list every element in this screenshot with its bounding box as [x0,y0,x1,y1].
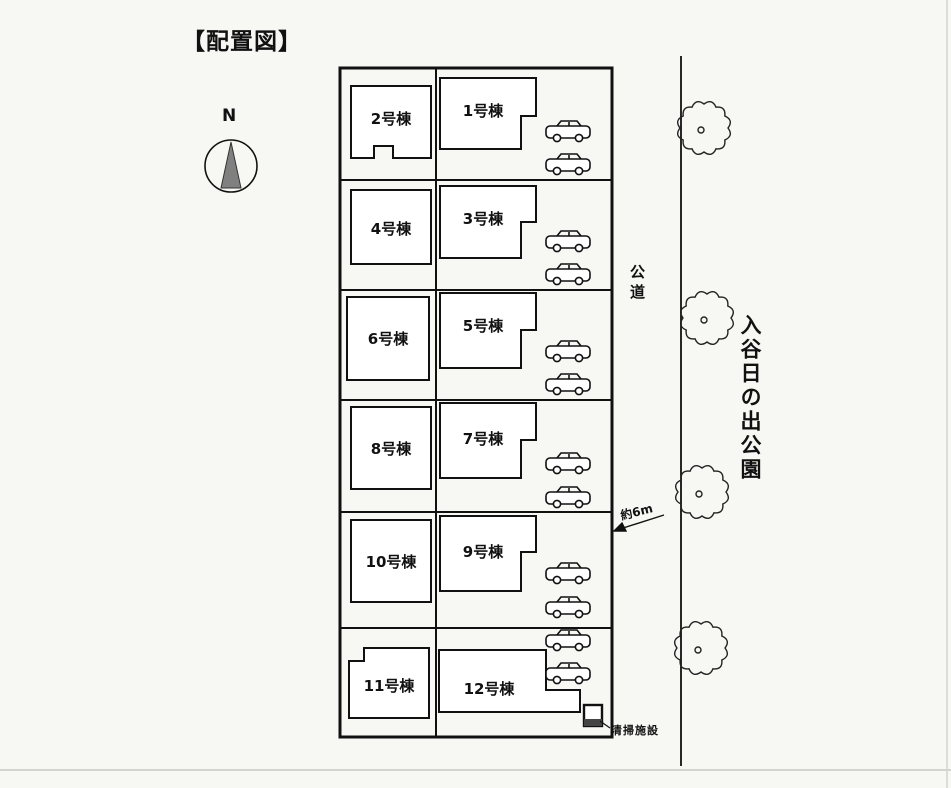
building-label-2: 2号棟 [370,110,412,128]
car-icon [545,562,591,585]
lot-dividers [341,69,611,736]
car-icon [545,340,591,363]
road-label: 公道 [628,264,646,304]
building-outline-3 [439,185,537,259]
car-icon [545,486,591,509]
compass-needle-icon [220,141,242,189]
tree-icon [676,100,732,156]
building-label-12: 12号棟 [463,680,515,698]
tree-icon [673,620,729,676]
distance-arrow [612,514,665,532]
building-outline-1 [439,77,537,150]
compass-north-label: N [222,106,237,126]
parking-area [545,120,591,685]
tree-icon [674,464,730,520]
building-outline-12 [438,649,581,713]
building-outline-5 [439,292,537,369]
building-label-9: 9号棟 [462,543,504,561]
building-label-10: 10号棟 [365,553,417,571]
plot-outline [338,66,614,739]
building-outline-11 [348,647,430,719]
building-outline-10 [350,519,432,603]
tree-icon [679,290,735,346]
building-label-6: 6号棟 [367,330,409,348]
compass-circle [204,139,258,193]
car-icon [545,596,591,619]
car-icon [545,629,591,652]
building-outline-7 [439,402,537,479]
building-label-4: 4号棟 [370,220,412,238]
car-icon [545,230,591,253]
building-label-11: 11号棟 [363,677,415,695]
building-outline-8 [350,406,432,490]
car-icon [545,452,591,475]
building-label-5: 5号棟 [462,317,504,335]
building-label-3: 3号棟 [462,210,504,228]
car-icon [545,263,591,286]
car-icon [545,153,591,176]
page-title: 【配置図】 [182,29,302,55]
building-label-7: 7号棟 [462,430,504,448]
building-outline-4 [350,189,432,265]
building-label-8: 8号棟 [370,440,412,458]
street-trees [673,100,735,676]
park-label: 入谷日の出公園 [738,314,762,482]
building-outline-2 [350,85,432,159]
car-icon [545,373,591,396]
car-icon [545,662,591,685]
building-outline-9 [439,515,537,592]
facility-label: 清掃施設 [611,724,659,737]
building-label-1: 1号棟 [462,102,504,120]
car-icon [545,120,591,143]
facility-leader-line [599,720,611,729]
facility-box-shade [584,719,602,726]
building-outline-6 [346,296,430,381]
